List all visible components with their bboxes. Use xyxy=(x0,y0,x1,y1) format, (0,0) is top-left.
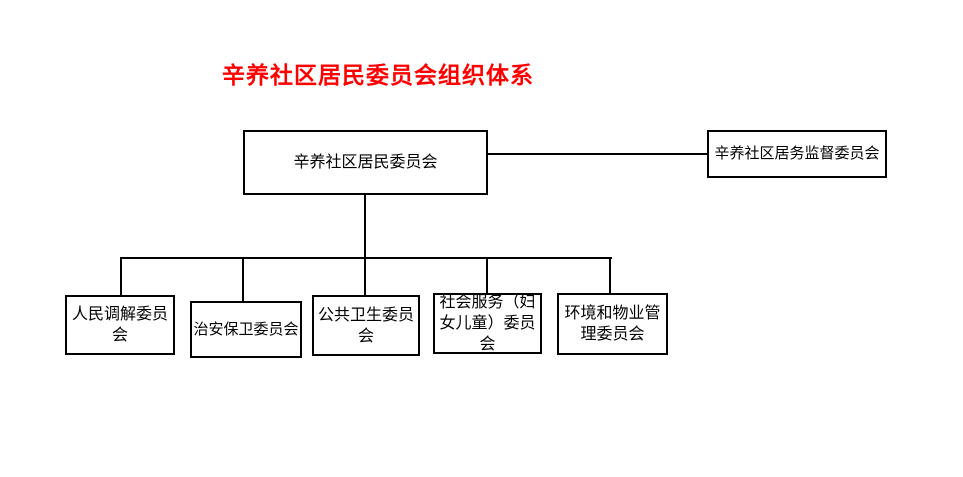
org-box-child-environment: 环境和物业管理委员会 xyxy=(557,293,668,355)
chart-title: 辛养社区居民委员会组织体系 xyxy=(222,63,534,89)
connector-root-supervisor xyxy=(488,153,707,155)
connector-root-stem xyxy=(364,195,366,295)
connector-drop-child-2 xyxy=(242,257,244,301)
org-box-child-mediation: 人民调解委员会 xyxy=(65,295,175,355)
connector-rail xyxy=(121,257,612,259)
connector-drop-child-1 xyxy=(120,257,122,295)
org-box-root: 辛养社区居民委员会 xyxy=(243,130,488,195)
connector-drop-child-4 xyxy=(486,257,488,293)
org-box-child-social-service: 社会服务（妇女儿童）委员会 xyxy=(433,292,542,354)
org-box-child-security: 治安保卫委员会 xyxy=(190,301,302,358)
org-box-supervisor: 辛养社区居务监督委员会 xyxy=(707,130,887,178)
org-box-child-health: 公共卫生委员会 xyxy=(312,295,420,356)
connector-drop-child-5 xyxy=(609,257,611,293)
